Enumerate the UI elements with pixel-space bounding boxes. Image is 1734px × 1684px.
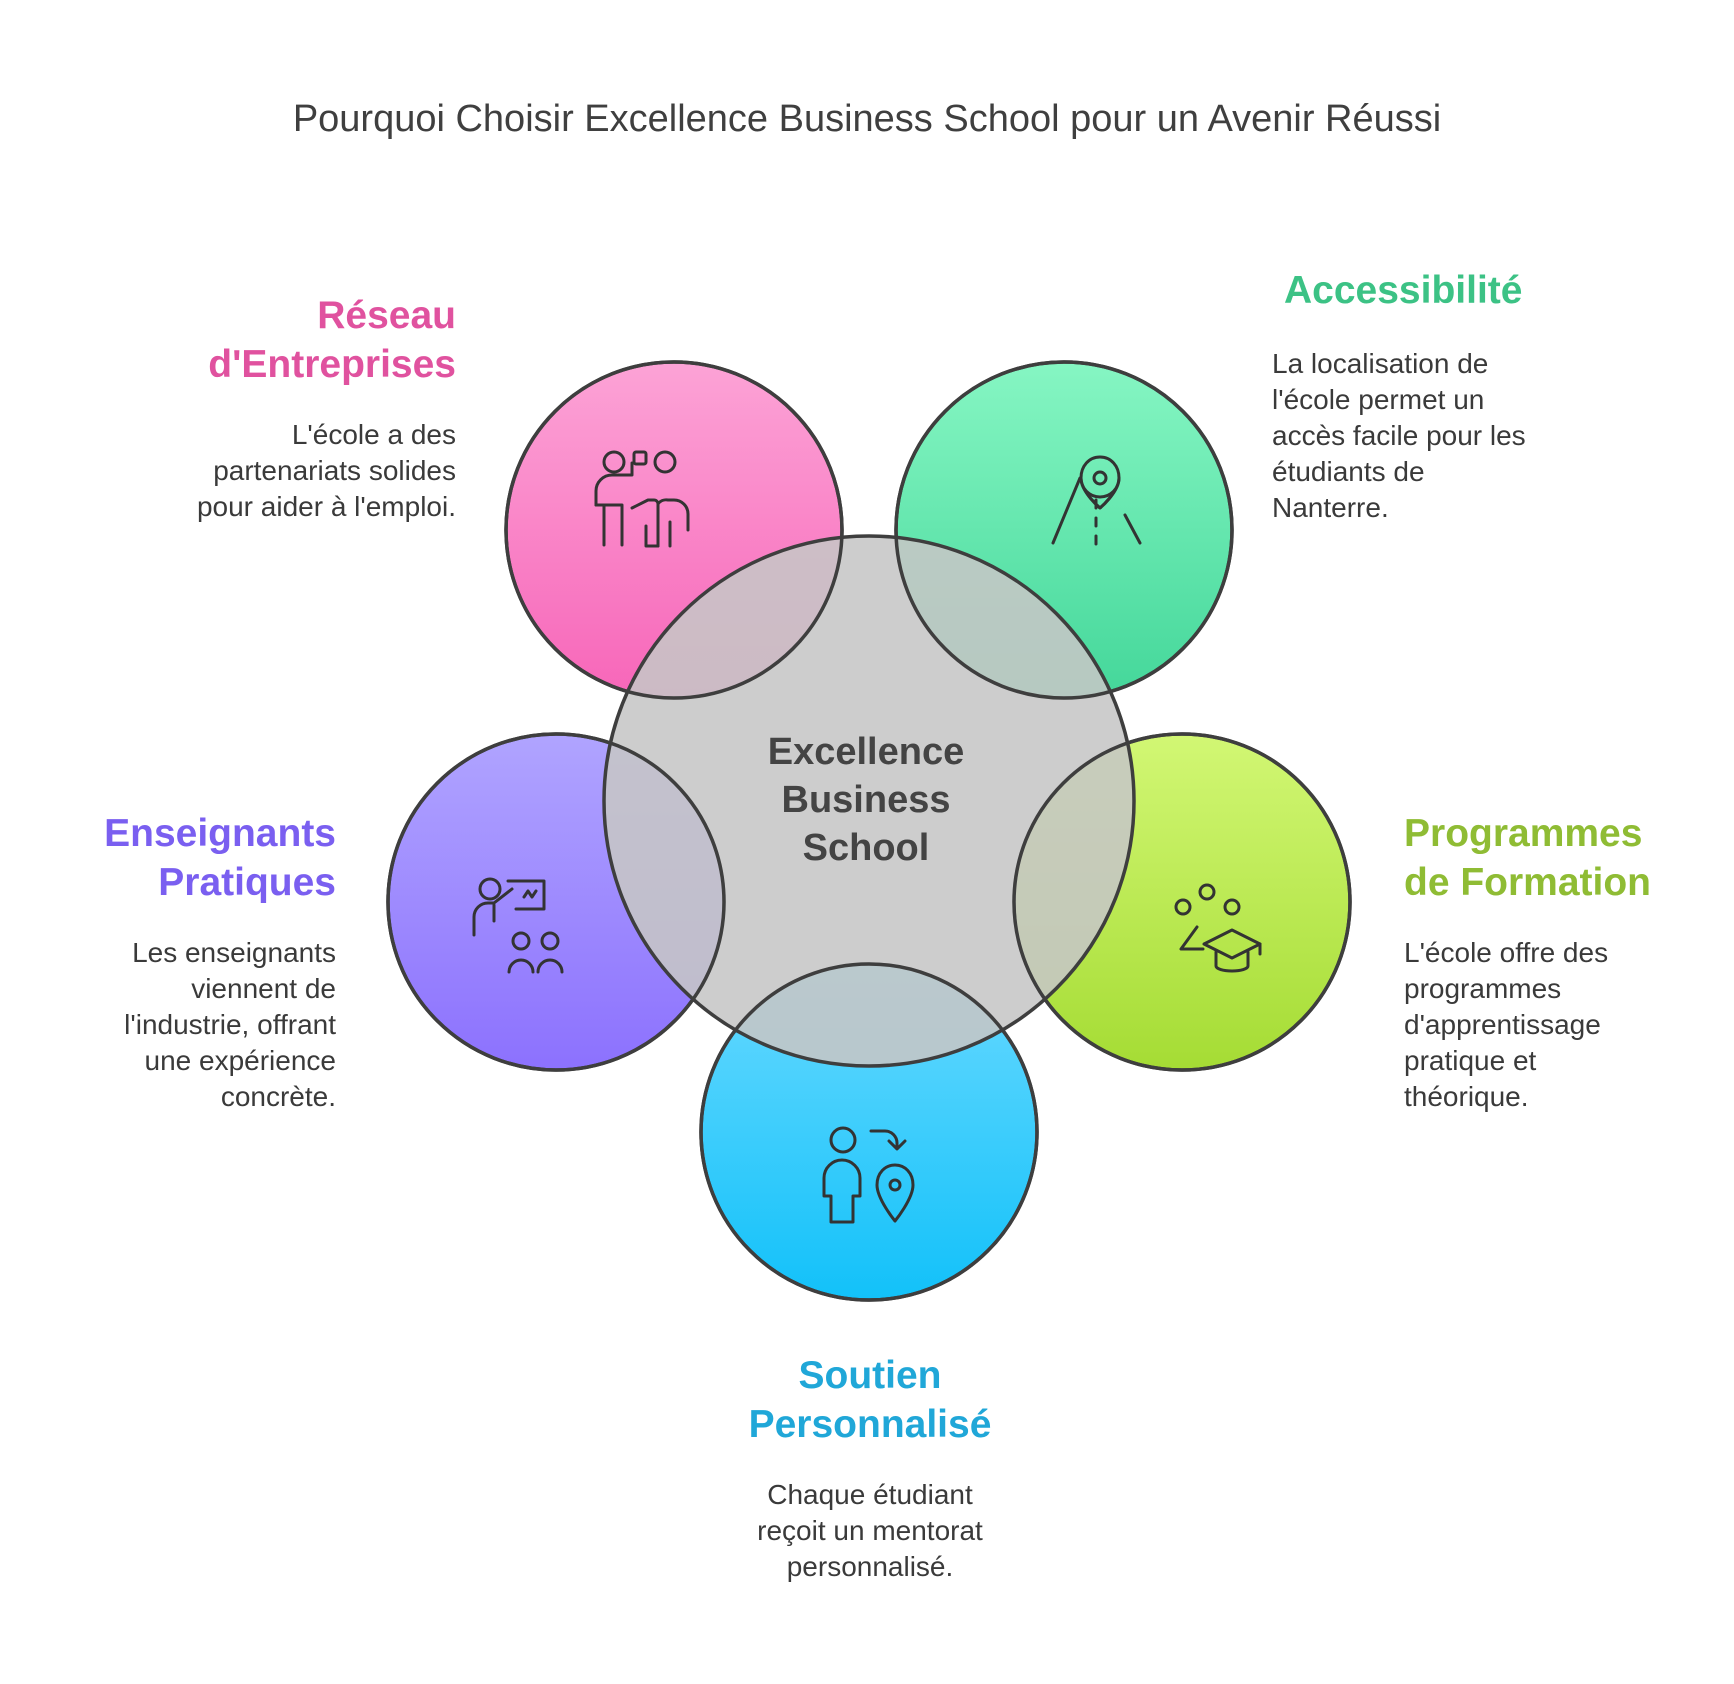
heading-enseignants: Enseignants Pratiques: [60, 809, 336, 907]
desc-accessibilite-line: étudiants de: [1272, 456, 1425, 487]
desc-accessibilite-line: La localisation de: [1272, 348, 1489, 379]
heading-programmes-line1: Programmes: [1404, 812, 1643, 855]
desc-reseau-line: L'école a des: [291, 419, 456, 450]
page-title: Pourquoi Choisir Excellence Business Sch…: [292, 98, 1442, 140]
desc-accessibilite-line: l'école permet un: [1272, 384, 1485, 415]
heading-reseau: Réseau d'Entreprises: [180, 291, 456, 389]
heading-reseau-line2: d'Entreprises: [208, 343, 456, 386]
desc-reseau-line: pour aider à l'emploi.: [196, 491, 456, 522]
desc-enseignants-line: une expérience: [144, 1045, 336, 1076]
desc-soutien-line: reçoit un mentorat: [757, 1515, 983, 1546]
desc-enseignants: Les enseignants viennent de l'industrie,…: [20, 935, 336, 1115]
center-label-line3: School: [803, 827, 930, 869]
desc-programmes-line: pratique et: [1404, 1045, 1537, 1076]
road-location-pin-icon: [1051, 455, 1142, 546]
desc-soutien-line: Chaque étudiant: [767, 1479, 973, 1510]
desc-reseau: L'école a des partenariats solides pour …: [120, 417, 456, 525]
heading-programmes: Programmes de Formation: [1404, 809, 1724, 907]
desc-programmes-line: L'école offre des: [1404, 937, 1609, 968]
heading-accessibilite: Accessibilité: [1284, 266, 1644, 315]
desc-reseau-line: partenariats solides: [213, 455, 456, 486]
heading-reseau-line1: Réseau: [317, 294, 456, 337]
desc-programmes-line: programmes: [1404, 973, 1562, 1004]
graduation-cap-icon: [1174, 883, 1262, 973]
presenter-teaching-icon: [594, 450, 690, 548]
desc-soutien: Chaque étudiant reçoit un mentorat perso…: [690, 1477, 1050, 1585]
heading-enseignants-line2: Pratiques: [158, 861, 336, 904]
teacher-audience-icon: [472, 877, 564, 974]
desc-enseignants-line: concrète.: [220, 1081, 336, 1112]
heading-soutien: Soutien Personnalisé: [670, 1351, 1070, 1449]
center-label-line2: Business: [782, 779, 951, 821]
desc-programmes-line: théorique.: [1404, 1081, 1529, 1112]
desc-soutien-line: personnalisé.: [786, 1551, 954, 1582]
desc-programmes-line: d'apprentissage: [1404, 1009, 1601, 1040]
center-circle: [602, 534, 1136, 1068]
desc-enseignants-line: l'industrie, offrant: [124, 1009, 336, 1040]
person-navigation-icon: [822, 1126, 915, 1224]
heading-accessibilite-line1: Accessibilité: [1284, 269, 1523, 312]
heading-soutien-line2: Personnalisé: [748, 1403, 992, 1446]
heading-enseignants-line1: Enseignants: [104, 812, 336, 855]
desc-accessibilite: La localisation de l'école permet un acc…: [1272, 346, 1652, 526]
desc-accessibilite-line: accès facile pour les: [1272, 420, 1526, 451]
heading-soutien-line1: Soutien: [798, 1354, 942, 1397]
center-label-line1: Excellence: [768, 731, 964, 773]
desc-accessibilite-line: Nanterre.: [1272, 492, 1389, 523]
desc-enseignants-line: Les enseignants: [132, 937, 336, 968]
desc-programmes: L'école offre des programmes d'apprentis…: [1404, 935, 1724, 1115]
desc-enseignants-line: viennent de: [191, 973, 336, 1004]
heading-programmes-line2: de Formation: [1404, 861, 1652, 904]
